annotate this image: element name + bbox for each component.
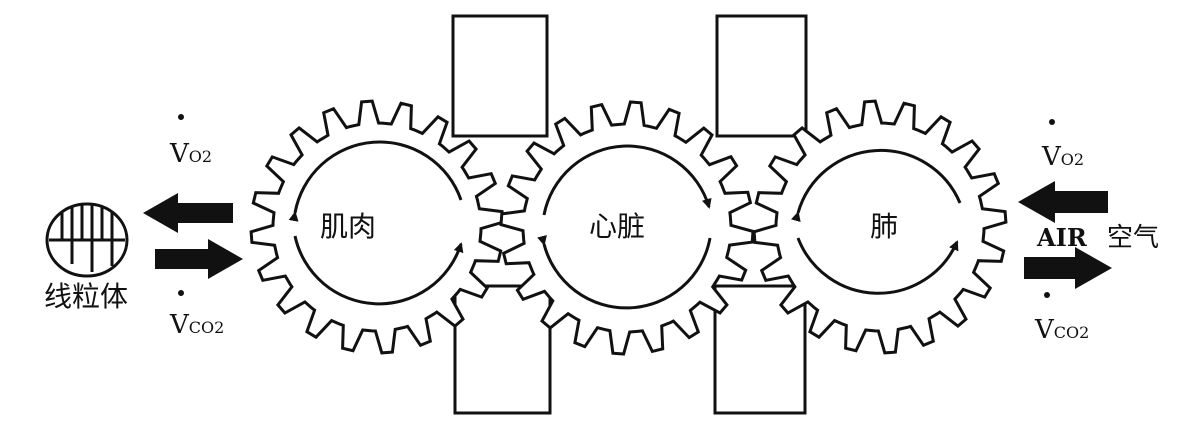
lung-lower-arc [796, 237, 959, 295]
right-o2-arrow [1018, 181, 1108, 223]
air-label: AIR [1036, 223, 1088, 252]
lung-label: 肺 [870, 210, 898, 243]
heart-lower-arc [537, 235, 712, 310]
upper-connector-right [715, 14, 808, 138]
svg-text:VCO2: VCO2 [169, 310, 224, 340]
left-vco2-label: VCO2 [169, 290, 224, 340]
svg-text:VO2: VO2 [169, 139, 212, 169]
left-vo2-label: VO2 [169, 114, 212, 169]
left-o2-arrow [143, 193, 233, 233]
muscle-lower-arc [293, 235, 464, 306]
lung-rotation-arrows [791, 148, 962, 295]
lung-upper-arc [791, 148, 962, 223]
lower-connector-right [713, 284, 807, 415]
lung-gear [752, 99, 1008, 355]
heart-gear [499, 100, 755, 356]
svg-text:VCO2: VCO2 [1034, 315, 1089, 345]
heart-upper-arc [542, 144, 712, 216]
right-co2-arrow [1024, 247, 1112, 289]
muscle-gear [249, 99, 505, 355]
heart-rotation-arrows [537, 144, 712, 310]
heart-label: 心脏 [589, 210, 645, 243]
lower-connector-left [453, 284, 552, 415]
muscle-upper-arc [288, 140, 463, 222]
right-vo2-label: VO2 [1041, 119, 1084, 172]
mitochondria-label: 线粒体 [44, 280, 128, 313]
muscle-label: 肌肉 [320, 210, 376, 243]
svg-text:VO2: VO2 [1041, 142, 1084, 172]
mitochondria-icon [45, 202, 129, 278]
muscle-rotation-arrows [288, 140, 464, 306]
air-cn-label: 空气 [1107, 223, 1159, 253]
right-vco2-label: VCO2 [1034, 292, 1089, 345]
left-co2-arrow [155, 239, 243, 279]
upper-connector-left [451, 14, 549, 138]
